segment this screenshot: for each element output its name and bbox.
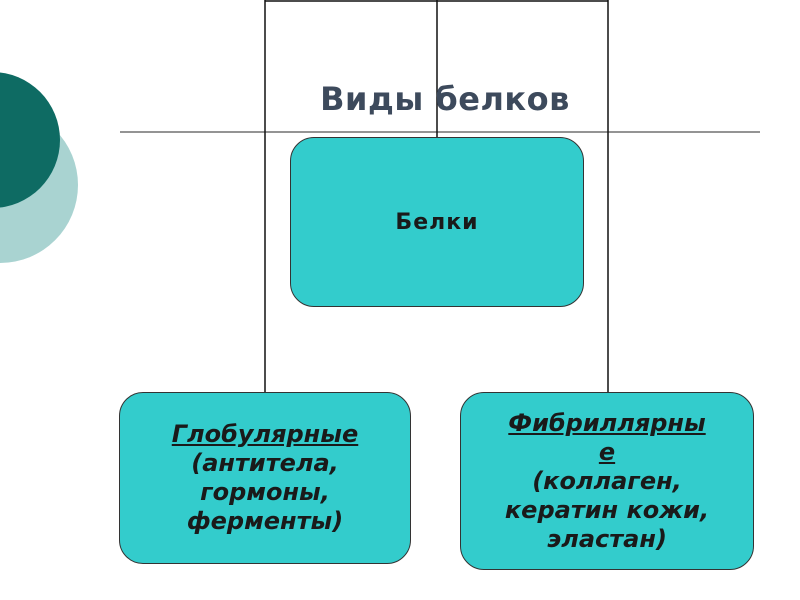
node-globular-detail-1: (антитела,: [191, 449, 339, 477]
node-proteins-label: Белки: [395, 209, 479, 235]
node-fibrillar-detail-1: (коллаген,: [532, 466, 682, 495]
node-fibrillar-detail-2: кератин кожи,: [504, 495, 710, 524]
node-fibrillar-heading-2: е: [598, 437, 616, 466]
node-proteins: Белки: [290, 137, 584, 307]
node-fibrillar-detail-3: эластан): [547, 524, 667, 553]
node-fibrillar: Фибриллярны е (коллаген, кератин кожи, э…: [460, 392, 754, 570]
node-globular: Глобулярные (антитела, гормоны, ферменты…: [119, 392, 411, 564]
decorative-circles: [0, 72, 78, 263]
node-globular-detail-2: гормоны,: [200, 478, 330, 506]
slide-title: Виды белков: [320, 80, 570, 118]
node-globular-heading: Глобулярные: [171, 420, 359, 448]
decorative-circle-dark: [0, 72, 60, 208]
node-fibrillar-heading-1: Фибриллярны: [508, 408, 706, 437]
node-globular-detail-3: ферменты): [186, 507, 344, 535]
